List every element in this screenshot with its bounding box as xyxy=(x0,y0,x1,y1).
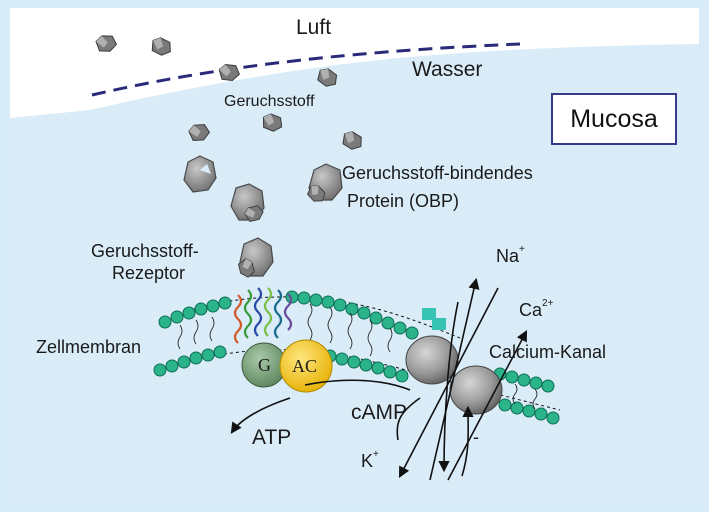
k-charge: + xyxy=(373,449,379,460)
ca-charge: 2+ xyxy=(542,298,554,309)
minus-label: - xyxy=(473,427,479,447)
k-label: K+ xyxy=(361,449,379,471)
air-label: Luft xyxy=(296,16,332,39)
receptor-label-line1: Geruchsstoff- xyxy=(91,241,199,261)
ac-label: AC xyxy=(292,356,318,376)
air-region xyxy=(10,8,699,118)
channel-label: Calcium-Kanal xyxy=(489,342,607,362)
water-surface-line xyxy=(91,42,521,97)
water-label: Wasser xyxy=(412,58,483,81)
ca-symbol: Ca xyxy=(519,300,543,320)
adenylate-cyclase-icon xyxy=(279,339,333,393)
odorant-label: Geruchsstoff xyxy=(224,93,315,110)
membrane-label: Zellmembran xyxy=(36,337,142,357)
mucosa-label: Mucosa xyxy=(551,93,677,145)
atp-label: ATP xyxy=(252,426,292,449)
signal-arrows xyxy=(230,277,528,481)
ca-label: Ca2+ xyxy=(519,298,554,320)
obp-label-line1: Geruchsstoff-bindendes xyxy=(342,163,533,183)
obp-label-line2: Protein (OBP) xyxy=(347,191,460,211)
camp-label: cAMP xyxy=(351,401,408,424)
na-label: Na+ xyxy=(496,244,525,266)
g-protein-label: G xyxy=(258,355,271,375)
k-symbol: K xyxy=(361,451,374,471)
na-symbol: Na xyxy=(496,246,520,266)
receptor-helix-icon xyxy=(233,287,293,344)
obp-protein-icon xyxy=(183,155,343,280)
na-charge: + xyxy=(519,244,525,255)
receptor-label-line2: Rezeptor xyxy=(112,263,186,283)
